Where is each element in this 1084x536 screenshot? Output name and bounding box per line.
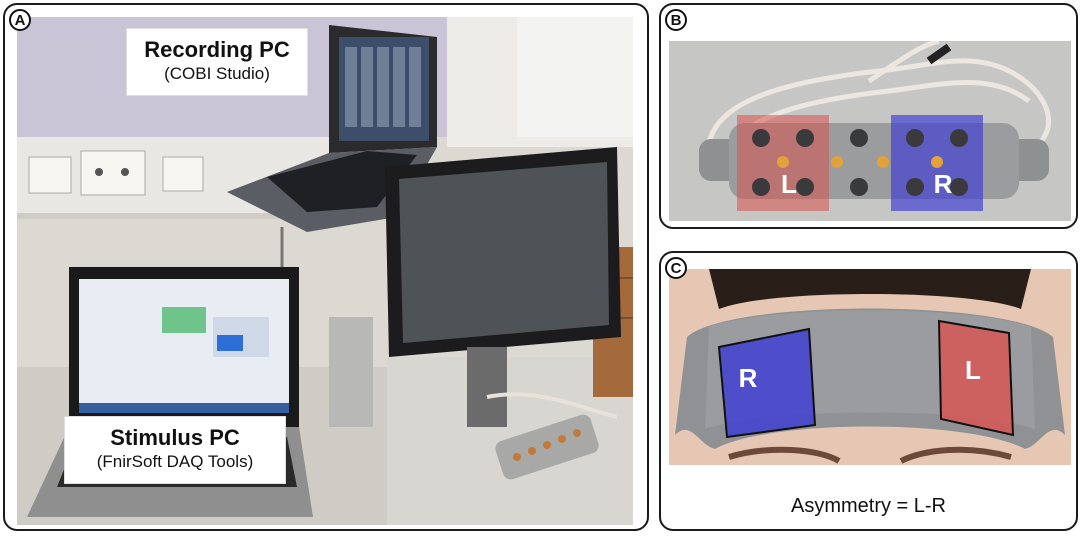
- sensor-pad-photo: [669, 41, 1071, 221]
- headband-photo: [669, 269, 1071, 465]
- panel-c-badge: C: [665, 257, 687, 279]
- stimulus-pc-title: Stimulus PC: [110, 425, 240, 450]
- asymmetry-caption: Asymmetry = L-R: [790, 495, 947, 517]
- recording-pc-title: Recording PC: [144, 37, 290, 62]
- panel-c: C R L Asymmetry = L-R: [659, 251, 1078, 531]
- recording-pc-label: Recording PC (COBI Studio): [127, 29, 307, 95]
- lab-setup-photo: [17, 17, 633, 525]
- stimulus-pc-subtitle: (FnirSoft DAQ Tools): [96, 452, 254, 471]
- recording-pc-subtitle: (COBI Studio): [164, 64, 270, 83]
- panel-a-badge: A: [9, 9, 31, 31]
- panel-b-badge: B: [665, 9, 687, 31]
- left-forehead-region: [937, 319, 1015, 437]
- headband-illustration: [669, 269, 1071, 465]
- forehead-right-label: R: [738, 363, 758, 393]
- lab-setup-illustration: [17, 17, 633, 525]
- right-forehead-region: [717, 327, 817, 439]
- pad-right-label: R: [933, 169, 953, 199]
- sensor-pad-illustration: [669, 41, 1071, 221]
- panel-a: A: [3, 3, 649, 531]
- forehead-left-label: L: [965, 355, 981, 385]
- stimulus-pc-label: Stimulus PC (FnirSoft DAQ Tools): [65, 417, 285, 483]
- panel-b: B: [659, 3, 1078, 229]
- pad-left-label: L: [781, 169, 797, 199]
